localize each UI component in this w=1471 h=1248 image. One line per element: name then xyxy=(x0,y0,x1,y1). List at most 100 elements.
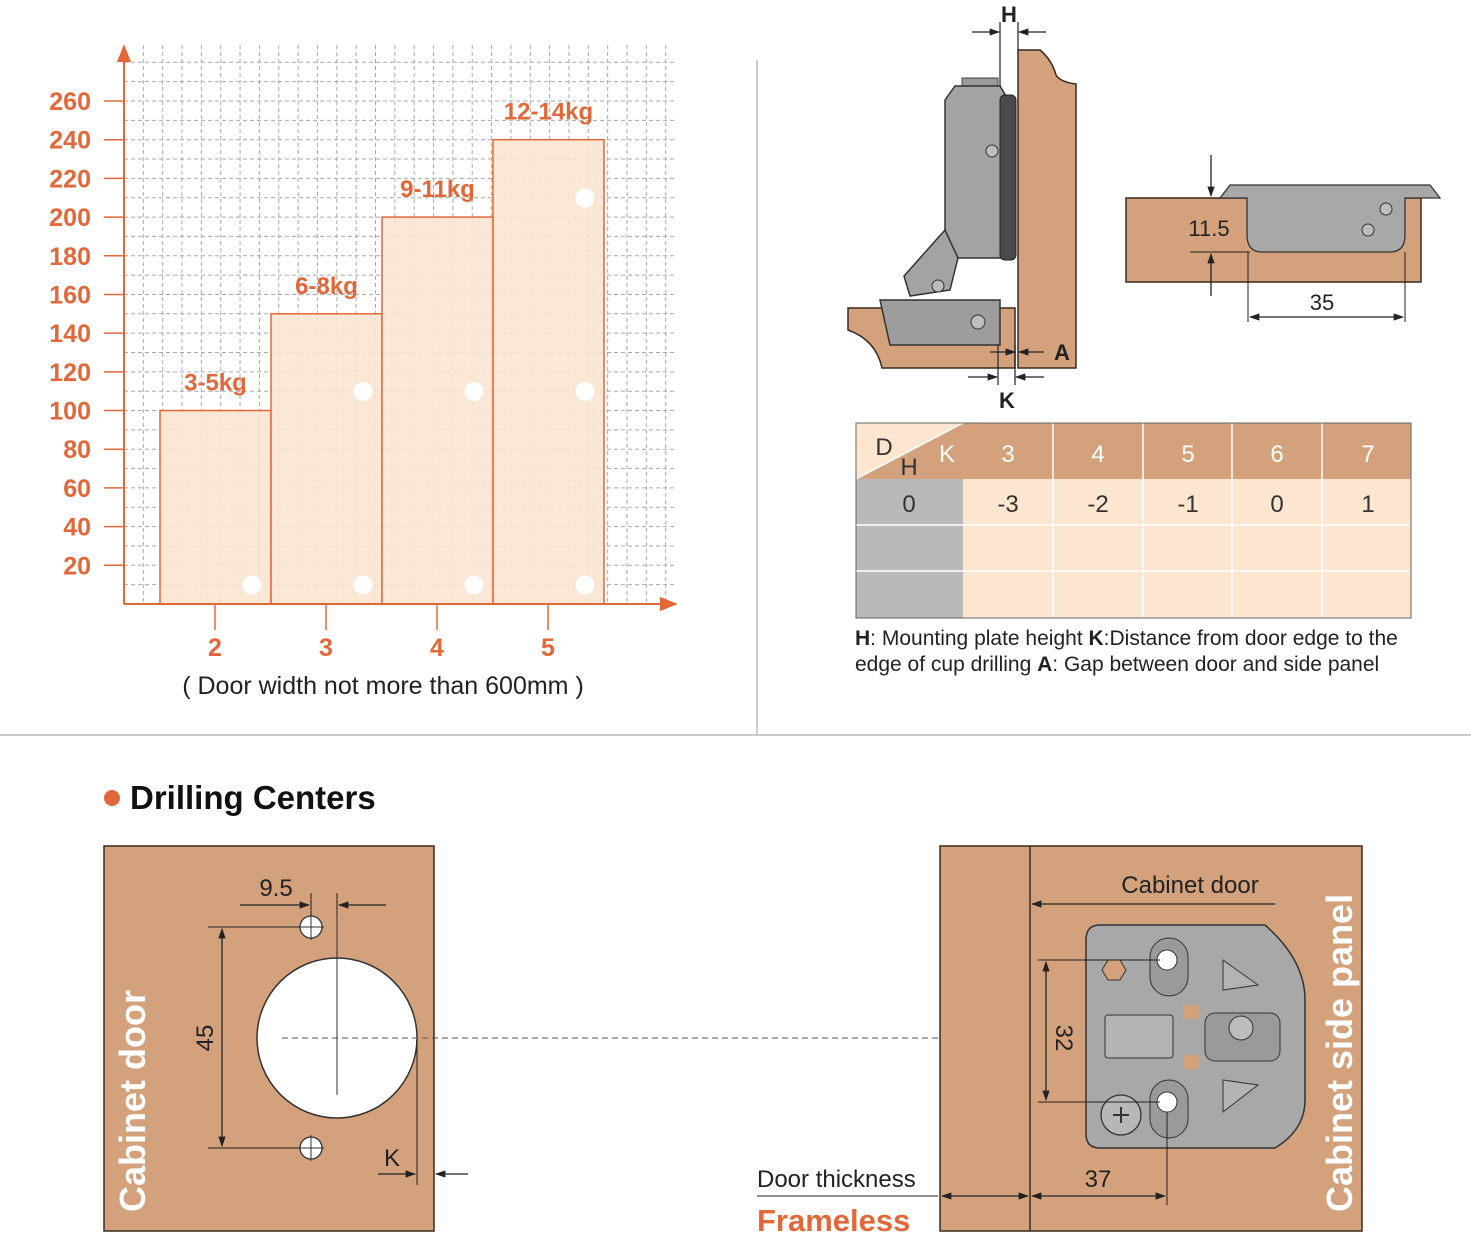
chart-y-tick-label: 100 xyxy=(49,398,91,426)
legend-h-text: : Mounting plate height xyxy=(870,627,1089,650)
table-corner-h: H xyxy=(900,454,917,481)
legend-a-text: : Gap between door and side panel xyxy=(1052,653,1380,676)
chart-y-tick-label: 260 xyxy=(49,88,91,116)
table-cell: -3 xyxy=(997,491,1018,518)
plate-triangle-bottom xyxy=(1222,1079,1260,1114)
a-label: A xyxy=(1054,340,1070,365)
chart-bar xyxy=(381,216,494,605)
panel-label: Cabinet side panel xyxy=(1319,894,1360,1212)
table-h-column xyxy=(856,479,963,618)
dim-35-label: 35 xyxy=(1310,290,1334,315)
plate-notch-1 xyxy=(1183,1005,1199,1019)
legend-a-key: A xyxy=(1037,653,1053,676)
chart-x-tick-label: 4 xyxy=(430,634,444,662)
chart-y-tick-label: 80 xyxy=(63,436,91,464)
chart-y-tick-label: 20 xyxy=(63,552,91,580)
table-k-header: 6 xyxy=(1270,441,1283,468)
chart-y-tick-label: 40 xyxy=(63,514,91,542)
table-corner-diagonal xyxy=(855,422,964,480)
chart-bar-label: 3-5kg xyxy=(184,370,247,397)
plate-detail xyxy=(1125,184,1442,283)
plate-triangle-top xyxy=(1222,959,1260,991)
table-cell: -1 xyxy=(1177,491,1198,518)
dim-k-label: K xyxy=(384,1145,400,1172)
plate-body xyxy=(1218,184,1442,253)
plate-hole-2 xyxy=(1361,223,1375,237)
bar-hole-dot xyxy=(575,188,595,208)
panel-drilling-diagram xyxy=(939,845,1363,1232)
table-cell: 0 xyxy=(1270,491,1283,518)
chart-y-tick-label: 60 xyxy=(63,475,91,503)
bar-hole-dot xyxy=(242,575,262,595)
plate-notch-2 xyxy=(1183,1055,1199,1069)
hinge-arm xyxy=(944,85,1007,259)
dim-45-label: 45 xyxy=(192,1025,219,1052)
table-header-row xyxy=(856,423,1411,479)
dim-115-label: 11.5 xyxy=(1188,216,1229,241)
table-k-header: 4 xyxy=(1091,441,1104,468)
table-outline xyxy=(855,422,1412,619)
bar-hole-dot xyxy=(575,382,595,402)
side-panel-shape xyxy=(1017,49,1077,369)
table-k-header: 5 xyxy=(1181,441,1194,468)
table-h-value: 0 xyxy=(902,491,915,518)
plate-center-block xyxy=(1104,1014,1174,1059)
chart-y-tick-label: 120 xyxy=(49,359,91,387)
dim-37-label: 37 xyxy=(1085,1166,1112,1193)
chart-x-ticks: 2 3 4 5 xyxy=(208,604,555,662)
cam-screw xyxy=(1228,1015,1254,1041)
door-thickness-label: Door thickness xyxy=(757,1166,916,1193)
table-k-header: 3 xyxy=(1001,441,1014,468)
k-label: K xyxy=(999,388,1015,413)
pivot-2 xyxy=(931,279,945,293)
legend-h-key: H xyxy=(855,627,871,650)
chart-bars: 3-5kg 6-8kg 9-11kg 12-14kg xyxy=(159,99,605,605)
door-label: Cabinet door xyxy=(112,990,153,1212)
chart-bar xyxy=(492,138,605,605)
phillips-cross xyxy=(1113,1107,1129,1123)
chart-bar-label: 6-8kg xyxy=(295,273,358,300)
chart-y-tick-label: 220 xyxy=(49,165,91,193)
table-gridlines xyxy=(856,423,1411,618)
bar-hole-dot xyxy=(353,575,373,595)
chart-bar xyxy=(159,409,272,605)
table-corner-k: K xyxy=(939,441,955,468)
hinge-elbow xyxy=(903,228,959,297)
chart-x-axis-label: ( Door width not more than 600mm ) xyxy=(182,672,584,700)
adjustment-table xyxy=(855,422,1412,619)
dim-95-label: 9.5 xyxy=(259,875,292,902)
bar-hole-dot xyxy=(464,382,484,402)
table-corner-d: D xyxy=(875,434,892,461)
bar-hole-dot xyxy=(464,575,484,595)
chart-y-tick-label: 180 xyxy=(49,243,91,271)
legend-k-key: K xyxy=(1088,627,1104,650)
chart-x-tick-label: 3 xyxy=(319,634,333,662)
panel-door-label: Cabinet door xyxy=(1121,872,1258,899)
bar-hole-dot xyxy=(353,382,373,402)
bullet-icon xyxy=(104,790,120,806)
chart-bar-label: 12-14kg xyxy=(504,99,593,126)
table-cell: 1 xyxy=(1361,491,1374,518)
dim-32-label: 32 xyxy=(1050,1025,1077,1052)
door-drilling-diagram xyxy=(103,845,435,1232)
chart-x-tick-label: 5 xyxy=(541,634,555,662)
screw xyxy=(970,314,986,330)
chart-y-tick-label: 160 xyxy=(49,281,91,309)
chart-x-tick-label: 2 xyxy=(208,634,222,662)
drilling-title: Drilling Centers xyxy=(130,779,376,816)
chart-y-tick-label: 140 xyxy=(49,320,91,348)
chart-bar xyxy=(270,313,383,605)
mounting-plate xyxy=(999,94,1017,261)
hinge-side-view xyxy=(847,49,1077,369)
h-label: H xyxy=(1001,2,1017,27)
table-cell: -2 xyxy=(1087,491,1108,518)
pivot-1 xyxy=(985,144,999,158)
table-legend: H: Mounting plate height K:Distance from… xyxy=(855,626,1425,678)
chart-y-tick-label: 200 xyxy=(49,204,91,232)
bar-hole-dot xyxy=(575,575,595,595)
frameless-label: Frameless xyxy=(757,1203,910,1238)
hinge-cup xyxy=(879,299,1001,346)
chart-bar-label: 9-11kg xyxy=(400,176,475,203)
